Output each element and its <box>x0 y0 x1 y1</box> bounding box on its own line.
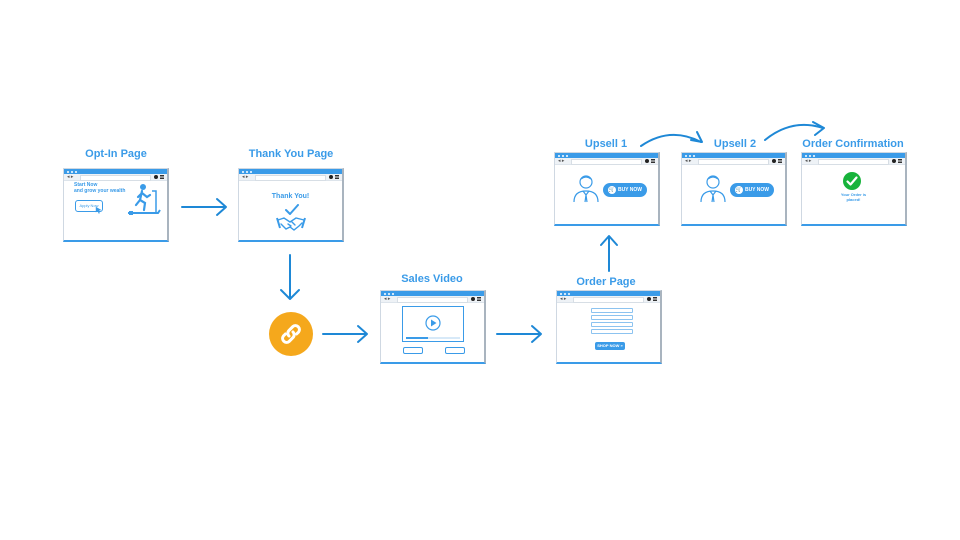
double-chevron-icon: » <box>620 343 623 348</box>
confirmation-message-2: placed! <box>846 197 861 202</box>
upsell2-window: ◂ ▸ 🛒BUY NOW <box>681 152 787 226</box>
order-field-1[interactable] <box>591 308 633 313</box>
upsell1-title: Upsell 1 <box>584 138 628 150</box>
handshake-check-icon <box>276 204 306 231</box>
order-field-4[interactable] <box>591 329 633 334</box>
link-circle <box>269 312 313 356</box>
upsell2-title: Upsell 2 <box>713 138 757 150</box>
window-titlebar <box>381 291 484 296</box>
upsell2-buy-now-button[interactable]: 🛒BUY NOW <box>730 183 774 197</box>
link-icon <box>281 324 301 344</box>
treadmill-icon <box>128 184 161 215</box>
optin-headline-1: Start Now <box>74 182 98 188</box>
window-titlebar <box>802 153 905 158</box>
cursor-icon <box>95 206 102 214</box>
address-bar: ◂ ▸ <box>381 296 484 303</box>
arrow-sales-video-to-order <box>496 325 542 343</box>
window-titlebar <box>64 169 167 174</box>
shop-now-button[interactable]: SHOP NOW » <box>595 342 625 350</box>
confirmation-message-1: Your Order is <box>840 192 867 197</box>
window-titlebar <box>557 291 660 296</box>
cart-icon: 🛒 <box>607 185 616 194</box>
arrow-upsell1-to-upsell2 <box>640 131 703 147</box>
arrow-optin-to-thankyou <box>181 198 227 216</box>
arrow-order-to-upsell1 <box>600 235 618 272</box>
sales-video-window: ◂ ▸ <box>380 290 486 364</box>
address-bar: ◂ ▸ <box>555 158 658 165</box>
address-bar: ◂ ▸ <box>557 296 660 303</box>
video-left-button[interactable] <box>403 347 423 354</box>
address-bar: ◂ ▸ <box>802 158 905 165</box>
optin-title: Opt-In Page <box>85 148 147 160</box>
thankyou-page-window: ◂ ▸ Thank You! <box>238 168 344 242</box>
buy-now-label: BUY NOW <box>617 187 643 193</box>
address-bar: ◂ ▸ <box>239 174 342 181</box>
video-right-button[interactable] <box>445 347 465 354</box>
optin-page-window: ◂ ▸ Start Now and grow your wealth Apply… <box>63 168 169 242</box>
user-avatar-icon <box>700 175 726 203</box>
window-titlebar <box>682 153 785 158</box>
thankyou-message: Thank You! <box>271 193 310 200</box>
check-circle-icon <box>843 172 861 190</box>
arrow-upsell2-to-confirmation <box>764 121 825 141</box>
order-field-3[interactable] <box>591 322 633 327</box>
play-icon[interactable] <box>425 315 441 331</box>
video-progress-bar[interactable] <box>406 337 460 339</box>
arrow-thankyou-to-link <box>280 254 300 300</box>
order-page-title: Order Page <box>576 276 636 288</box>
confirmation-title: Order Confirmation <box>802 138 904 150</box>
cart-icon: 🛒 <box>734 185 743 194</box>
optin-headline-2: and grow your wealth <box>74 188 126 194</box>
window-titlebar <box>555 153 658 158</box>
window-titlebar <box>239 169 342 174</box>
confirmation-window: ◂ ▸ Your Order is placed! <box>801 152 907 226</box>
address-bar: ◂ ▸ <box>682 158 785 165</box>
shop-now-label: SHOP NOW <box>597 343 620 348</box>
user-avatar-icon <box>573 175 599 203</box>
address-bar: ◂ ▸ <box>64 174 167 181</box>
order-page-window: ◂ ▸ SHOP NOW » <box>556 290 662 364</box>
arrow-link-to-sales-video <box>322 325 368 343</box>
video-player[interactable] <box>402 306 464 342</box>
upsell1-buy-now-button[interactable]: 🛒BUY NOW <box>603 183 647 197</box>
thankyou-title: Thank You Page <box>248 148 334 160</box>
sales-video-title: Sales Video <box>401 273 463 285</box>
order-field-2[interactable] <box>591 315 633 320</box>
upsell1-window: ◂ ▸ 🛒BUY NOW <box>554 152 660 226</box>
buy-now-label: BUY NOW <box>744 187 770 193</box>
